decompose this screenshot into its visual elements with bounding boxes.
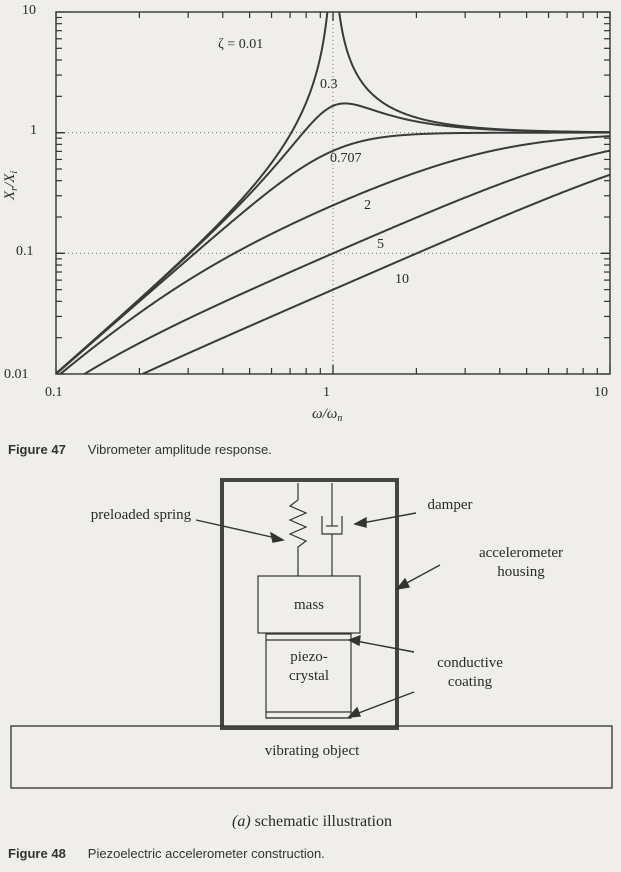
curve-label-0.01: ζ = 0.01 — [218, 37, 263, 52]
coating-arrow-bottom-head — [347, 706, 361, 718]
spring-arrow — [195, 519, 277, 539]
curve-label-10: 10 — [395, 272, 409, 287]
figure-47-text: Vibrometer amplitude response. — [87, 442, 272, 457]
accelerometer-housing-box — [220, 478, 399, 730]
curve-zeta-3 — [58, 135, 610, 374]
damper-label: damper — [427, 497, 473, 513]
coating-arrow-top — [355, 640, 415, 653]
figure-47-caption: Figure 47 Vibrometer amplitude response. — [8, 442, 272, 457]
curve-zeta-4 — [82, 149, 610, 374]
y-tick-label-0.1: 0.1 — [16, 244, 34, 259]
subcaption-letter: (a) — [232, 813, 251, 830]
chart-grid — [56, 12, 610, 374]
spring-icon — [288, 483, 308, 576]
curve-label-0.707: 0.707 — [330, 151, 362, 166]
accelerometer-schematic — [10, 478, 613, 789]
y-tick-label-1: 1 — [30, 123, 37, 138]
chart-curves — [56, 12, 610, 374]
object-label: vibrating object — [264, 743, 360, 759]
figure-48-subcaption: (a) schematic illustration — [182, 812, 442, 831]
curve-zeta-5 — [140, 173, 610, 374]
plot-frame — [55, 11, 611, 375]
vibrating-object-box — [10, 725, 613, 789]
x-tick-label-10: 10 — [594, 385, 608, 400]
damper-arrow — [361, 512, 417, 524]
coating-arrow-top-head — [347, 634, 361, 647]
curve-zeta-2 — [56, 131, 610, 374]
x-tick-label-0.1: 0.1 — [45, 385, 63, 400]
coating-arrow-bottom — [355, 691, 415, 715]
curve-zeta-1 — [56, 102, 610, 374]
housing-arrow — [402, 564, 441, 586]
figure-48-caption: Figure 48 Piezoelectric accelerometer con… — [8, 846, 325, 861]
curve-label-2: 2 — [364, 198, 371, 213]
coating-label: conductive coating — [437, 655, 503, 690]
crystal-label: piezo-crystal — [289, 649, 329, 684]
curve-label-5: 5 — [377, 237, 384, 252]
spring-label: preloaded spring — [90, 507, 192, 523]
svg-text:Xr/Xi: Xr/Xi — [2, 171, 20, 201]
figure-47-number: Figure 47 — [8, 442, 66, 457]
y-tick-label-0.01: 0.01 — [4, 367, 29, 382]
mass-box — [257, 575, 361, 634]
x-tick-label-1: 1 — [323, 385, 330, 400]
curve-label-0.3: 0.3 — [320, 77, 338, 92]
subcaption-text: schematic illustration — [254, 813, 392, 830]
figure-48-number: Figure 48 — [8, 846, 66, 861]
x-axis-title: ω/ωn — [312, 406, 342, 424]
y-axis-title: Xr/Xi — [2, 171, 20, 201]
mass-label: mass — [294, 597, 324, 613]
housing-label: accelerometer housing — [478, 545, 564, 580]
spring-arrow-head — [269, 531, 285, 543]
damper-arrow-head — [353, 516, 367, 528]
housing-arrow-head — [395, 577, 411, 590]
y-tick-label-10: 10 — [22, 3, 36, 18]
figure-48-text: Piezoelectric accelerometer construction… — [87, 846, 325, 861]
annotation-arrows — [195, 512, 441, 718]
